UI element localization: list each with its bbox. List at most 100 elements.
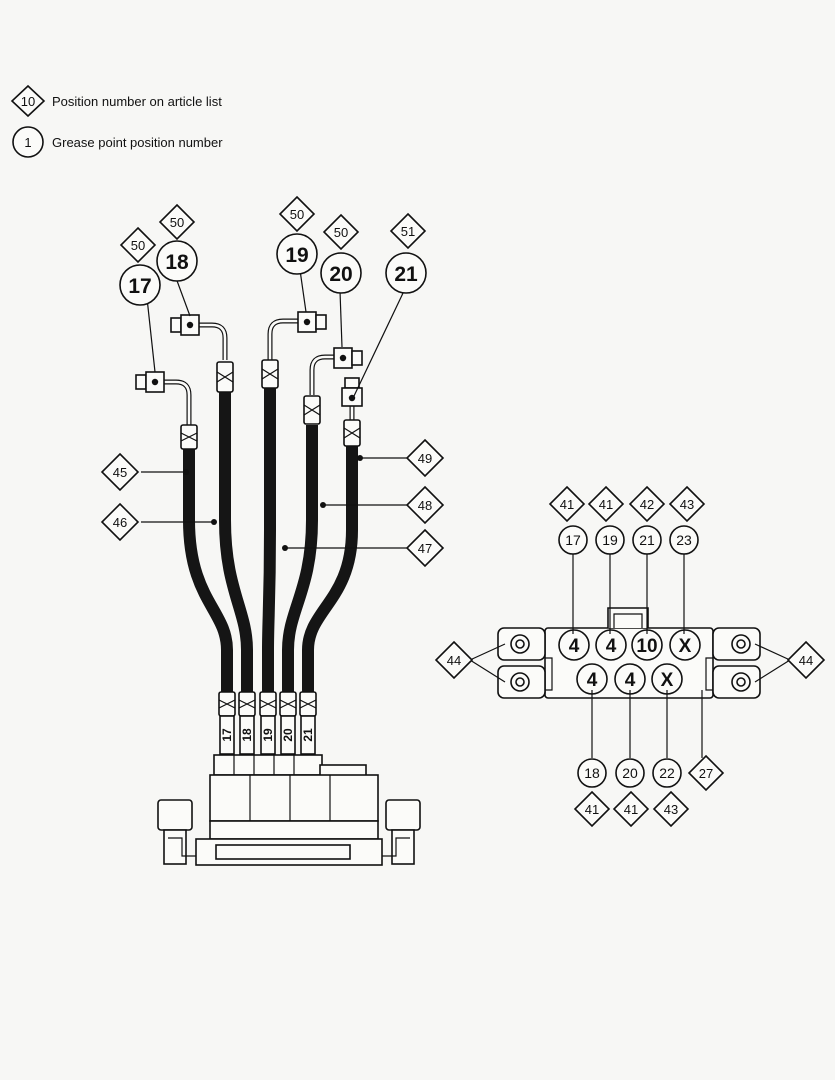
hose-callout-49: 49 [405, 438, 445, 478]
left-callout-dots [183, 455, 363, 551]
dist-body-callout-27: 27 [687, 754, 725, 792]
grease-point-17: 17 [119, 264, 161, 306]
hose-18 [219, 392, 253, 700]
mount-callout-right-44: 44 [786, 640, 826, 680]
grease-nipple-17 [135, 371, 165, 393]
left-callout-leaders [141, 269, 407, 549]
legend-circle-symbol: 1 [24, 135, 31, 150]
lower-fitting-19 [259, 691, 277, 755]
port-top-1: 4 [558, 629, 590, 661]
svg-text:17: 17 [565, 532, 581, 548]
svg-text:45: 45 [113, 465, 127, 480]
hose-assembly: 17 18 19 20 21 [135, 311, 421, 866]
svg-text:41: 41 [599, 497, 613, 512]
svg-text:48: 48 [418, 498, 432, 513]
hose-callout-45: 45 [100, 452, 140, 492]
dist-top-callout-23: 43 23 [668, 485, 706, 555]
lower-fitting-20 [279, 691, 297, 755]
svg-text:4: 4 [606, 636, 617, 657]
hose-callout-48: 48 [405, 485, 445, 525]
port-bottom-3: X [651, 663, 683, 695]
svg-text:X: X [661, 670, 674, 691]
svg-text:50: 50 [290, 207, 304, 222]
svg-text:18: 18 [584, 765, 600, 781]
svg-text:50: 50 [170, 215, 184, 230]
dist-bottom-callout-20: 20 41 [612, 758, 650, 828]
distributor-leaders [469, 554, 791, 758]
port-top-3: 10 [631, 629, 663, 661]
svg-text:41: 41 [585, 802, 599, 817]
svg-text:46: 46 [113, 515, 127, 530]
mount-callout-left-44: 44 [434, 640, 474, 680]
lower-fitting-21 [299, 691, 317, 755]
port-bottom-1: 4 [576, 663, 608, 695]
article-diamond-18: 50 [158, 203, 196, 241]
svg-text:44: 44 [447, 653, 461, 668]
grease-point-19: 19 [276, 233, 318, 275]
svg-text:19: 19 [285, 244, 308, 267]
lower-fitting-18 [238, 691, 256, 755]
grease-nipple-20 [333, 347, 363, 369]
article-diamond-20: 50 [322, 213, 360, 251]
svg-text:19: 19 [602, 532, 618, 548]
hose-20 [282, 425, 318, 700]
hose-19 [262, 388, 276, 700]
hose-mark-18: 18 [240, 728, 254, 742]
hose-21 [302, 445, 358, 700]
svg-text:10: 10 [636, 636, 657, 657]
svg-text:41: 41 [560, 497, 574, 512]
svg-text:21: 21 [639, 532, 655, 548]
svg-text:50: 50 [131, 238, 145, 253]
hose-mark-19: 19 [261, 728, 275, 742]
svg-text:51: 51 [401, 224, 415, 239]
svg-text:4: 4 [625, 670, 636, 691]
legend: 10 Position number on article list 1 Gre… [10, 84, 223, 158]
svg-text:4: 4 [587, 670, 598, 691]
grease-nipple-21 [341, 377, 363, 407]
svg-text:43: 43 [664, 802, 678, 817]
svg-text:44: 44 [799, 653, 813, 668]
hose-17 [183, 445, 233, 700]
hose-callout-47: 47 [405, 528, 445, 568]
svg-text:27: 27 [699, 766, 713, 781]
grease-point-21: 21 [385, 252, 427, 294]
svg-text:42: 42 [640, 497, 654, 512]
dist-top-callout-19: 41 19 [587, 485, 625, 555]
svg-text:23: 23 [676, 532, 692, 548]
svg-text:22: 22 [659, 765, 675, 781]
grease-point-18: 18 [156, 240, 198, 282]
port-top-4: X [669, 629, 701, 661]
svg-text:20: 20 [622, 765, 638, 781]
hose-mark-21: 21 [301, 728, 315, 742]
hose-callout-46: 46 [100, 502, 140, 542]
svg-text:43: 43 [680, 497, 694, 512]
hose-mark-17: 17 [220, 728, 234, 742]
svg-text:20: 20 [329, 263, 352, 286]
hose-mark-20: 20 [281, 728, 295, 742]
grease-nipple-19 [297, 311, 327, 333]
legend-circle-icon [12, 126, 44, 158]
svg-text:4: 4 [569, 636, 580, 657]
grease-nipple-18 [170, 314, 200, 336]
legend-diamond-label: Position number on article list [52, 94, 222, 109]
lower-fitting-17 [218, 691, 236, 755]
port-top-2: 4 [595, 629, 627, 661]
svg-text:50: 50 [334, 225, 348, 240]
dist-bottom-callout-18: 18 41 [573, 758, 611, 828]
manifold-block [157, 754, 421, 866]
dist-top-callout-17: 41 17 [548, 485, 588, 555]
dist-top-callout-21: 42 21 [628, 485, 666, 555]
svg-text:17: 17 [128, 275, 151, 298]
article-diamond-21: 51 [389, 212, 427, 250]
article-diamond-19: 50 [278, 195, 316, 233]
port-bottom-2: 4 [614, 663, 646, 695]
svg-text:47: 47 [418, 541, 432, 556]
distributor-block: 4 4 10 X 4 4 X [497, 607, 761, 699]
legend-diamond-icon [10, 84, 46, 118]
svg-text:18: 18 [165, 251, 189, 274]
svg-text:X: X [679, 636, 692, 657]
grease-point-20: 20 [320, 252, 362, 294]
svg-text:21: 21 [394, 263, 418, 286]
dist-bottom-callout-22: 22 43 [652, 758, 690, 828]
